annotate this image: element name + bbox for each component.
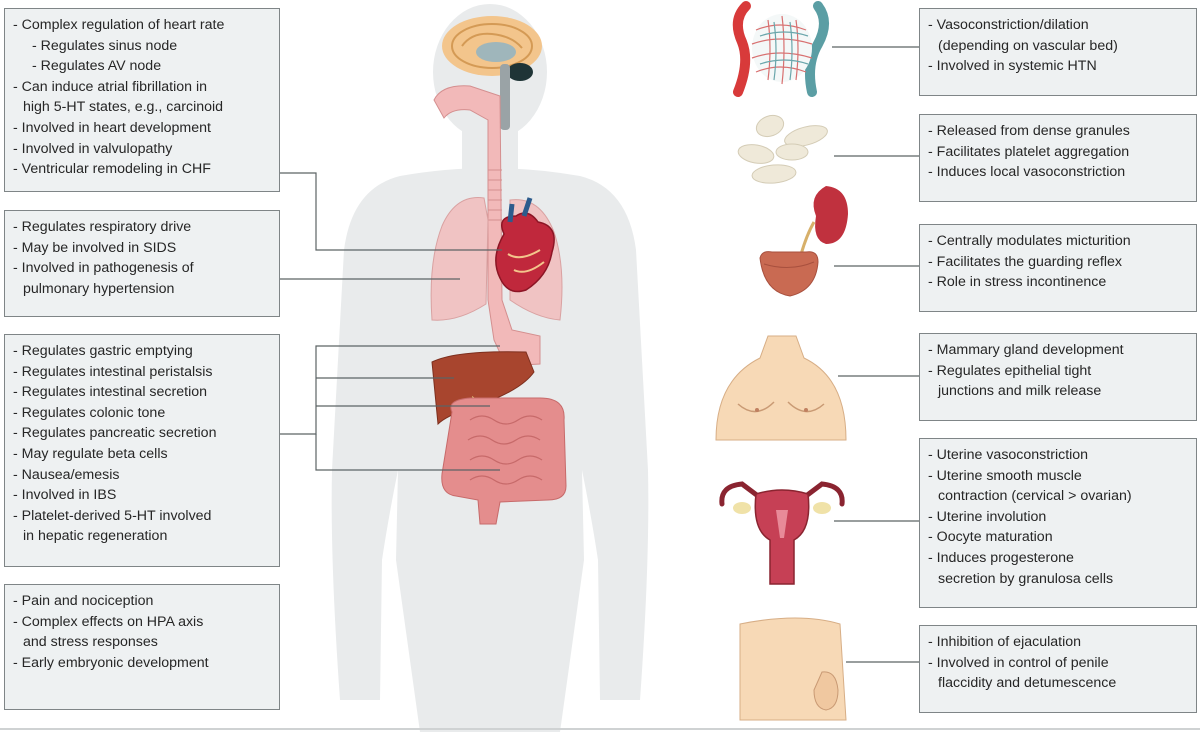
effect-line: in hepatic regeneration <box>23 528 168 545</box>
effect-line: - Regulates intestinal secretion <box>13 384 207 401</box>
effect-line: - Involved in IBS <box>13 487 117 504</box>
effect-line: - Regulates respiratory drive <box>13 219 192 235</box>
gastrointestinal-effects-box: - Regulates gastric emptying - Regulates … <box>4 334 280 567</box>
effect-line: - Role in stress incontinence <box>928 274 1107 291</box>
effect-line: - May regulate beta cells <box>13 445 168 462</box>
male-reproductive-effects-box: - Inhibition of ejaculation - Involved in… <box>919 625 1197 713</box>
effect-line: - Involved in valvulopathy <box>13 140 173 157</box>
effects-list: - Complex regulation of heart rate - Regu… <box>13 15 271 180</box>
effects-list: - Pain and nociception - Complex effects … <box>13 591 271 673</box>
effect-line: junctions and milk release <box>938 383 1102 400</box>
brain-icon <box>442 16 542 130</box>
effect-line: - Facilitates the guarding reflex <box>928 253 1122 270</box>
effect-line: - Nausea/emesis <box>13 466 120 483</box>
effect-line: - Centrally modulates micturition <box>928 233 1131 249</box>
breast-icon <box>715 335 847 441</box>
effect-line: and stress responses <box>23 634 158 651</box>
heart-effects-box: - Complex regulation of heart rate - Regu… <box>4 8 280 192</box>
mammary-effects-box: - Mammary gland development - Regulates e… <box>919 333 1197 421</box>
platelet-effects-box: - Released from dense granules - Facilita… <box>919 114 1197 202</box>
effect-line: - Complex effects on HPA axis <box>13 613 204 630</box>
effects-list: - Mammary gland development - Regulates e… <box>928 340 1188 402</box>
effect-line: - Regulates pancreatic secretion <box>13 425 217 442</box>
effect-line: - Uterine vasoconstriction <box>928 447 1089 463</box>
kidney-bladder-icon <box>759 186 848 297</box>
effect-line: - Regulates sinus node <box>32 37 178 54</box>
effect-line: - Pain and nociception <box>13 593 154 609</box>
effect-line: - Vasoconstriction/dilation <box>928 17 1089 33</box>
gut-icon <box>441 397 567 525</box>
effect-line: - Involved in control of penile <box>928 654 1109 671</box>
effect-line: - Mammary gland development <box>928 342 1124 358</box>
effect-line: - Early embryonic development <box>13 654 209 671</box>
effect-line: flaccidity and detumescence <box>938 675 1117 692</box>
effects-list: - Centrally modulates micturition - Facil… <box>928 231 1188 293</box>
effect-line: - Platelet-derived 5-HT involved <box>13 507 212 524</box>
effect-line: - Uterine smooth muscle <box>928 467 1082 484</box>
effects-list: - Released from dense granules - Facilita… <box>928 121 1188 183</box>
leader-gut-1 <box>279 345 500 435</box>
effect-line: - Inhibition of ejaculation <box>928 634 1082 650</box>
effect-line: - Uterine involution <box>928 508 1047 525</box>
effect-line: - May be involved in SIDS <box>13 239 177 256</box>
effects-list: - Regulates respiratory drive - May be in… <box>13 217 271 299</box>
vascular-effects-box: - Vasoconstriction/dilation (depending on… <box>919 8 1197 96</box>
effects-list: - Vasoconstriction/dilation (depending on… <box>928 15 1188 77</box>
effect-line: - Regulates intestinal peristalsis <box>13 363 213 380</box>
leader-heart <box>279 172 502 251</box>
platelets-icon <box>737 114 828 184</box>
blood-vessels-icon <box>732 1 829 97</box>
leader-lines <box>279 46 920 663</box>
male-pelvis-icon <box>739 617 847 721</box>
nervous-system-effects-box: - Pain and nociception - Complex effects … <box>4 584 280 710</box>
effect-line: - Induces local vasoconstriction <box>928 164 1126 181</box>
effect-line: - Regulates colonic tone <box>13 404 166 421</box>
effect-line: secretion by granulosa cells <box>938 570 1114 587</box>
effect-line: - Involved in heart development <box>13 119 211 136</box>
effect-line: - Involved in pathogenesis of <box>13 260 194 277</box>
leader-gut-4 <box>315 434 500 471</box>
uterine-effects-box: - Uterine vasoconstriction - Uterine smoo… <box>919 438 1197 608</box>
effect-line: high 5-HT states, e.g., carcinoid <box>23 99 224 116</box>
effect-line: - Complex regulation of heart rate <box>13 17 225 33</box>
effect-line: contraction (cervical > ovarian) <box>938 488 1132 505</box>
effect-line: - Facilitates platelet aggregation <box>928 143 1130 160</box>
effect-line: - Regulates gastric emptying <box>13 343 193 359</box>
heart-icon <box>495 197 555 293</box>
effect-line: - Released from dense granules <box>928 123 1130 139</box>
effect-line: (depending on vascular bed) <box>938 37 1118 54</box>
effect-line: - Can induce atrial fibrillation in <box>13 78 207 95</box>
effects-list: - Regulates gastric emptying - Regulates … <box>13 341 271 547</box>
effect-line: - Regulates epithelial tight <box>928 362 1092 379</box>
urinary-effects-box: - Centrally modulates micturition - Facil… <box>919 224 1197 312</box>
effect-line: - Involved in systemic HTN <box>928 58 1097 75</box>
respiratory-effects-box: - Regulates respiratory drive - May be in… <box>4 210 280 317</box>
effect-line: pulmonary hypertension <box>23 280 175 297</box>
effect-line: - Regulates AV node <box>32 58 162 75</box>
effect-line: - Oocyte maturation <box>928 529 1053 546</box>
effect-line: - Ventricular remodeling in CHF <box>13 161 211 178</box>
bottom-divider <box>0 728 1200 730</box>
effects-list: - Inhibition of ejaculation - Involved in… <box>928 632 1188 694</box>
effect-line: - Induces progesterone <box>928 549 1074 566</box>
uterus-icon <box>719 481 845 585</box>
effects-list: - Uterine vasoconstriction - Uterine smoo… <box>928 445 1188 589</box>
